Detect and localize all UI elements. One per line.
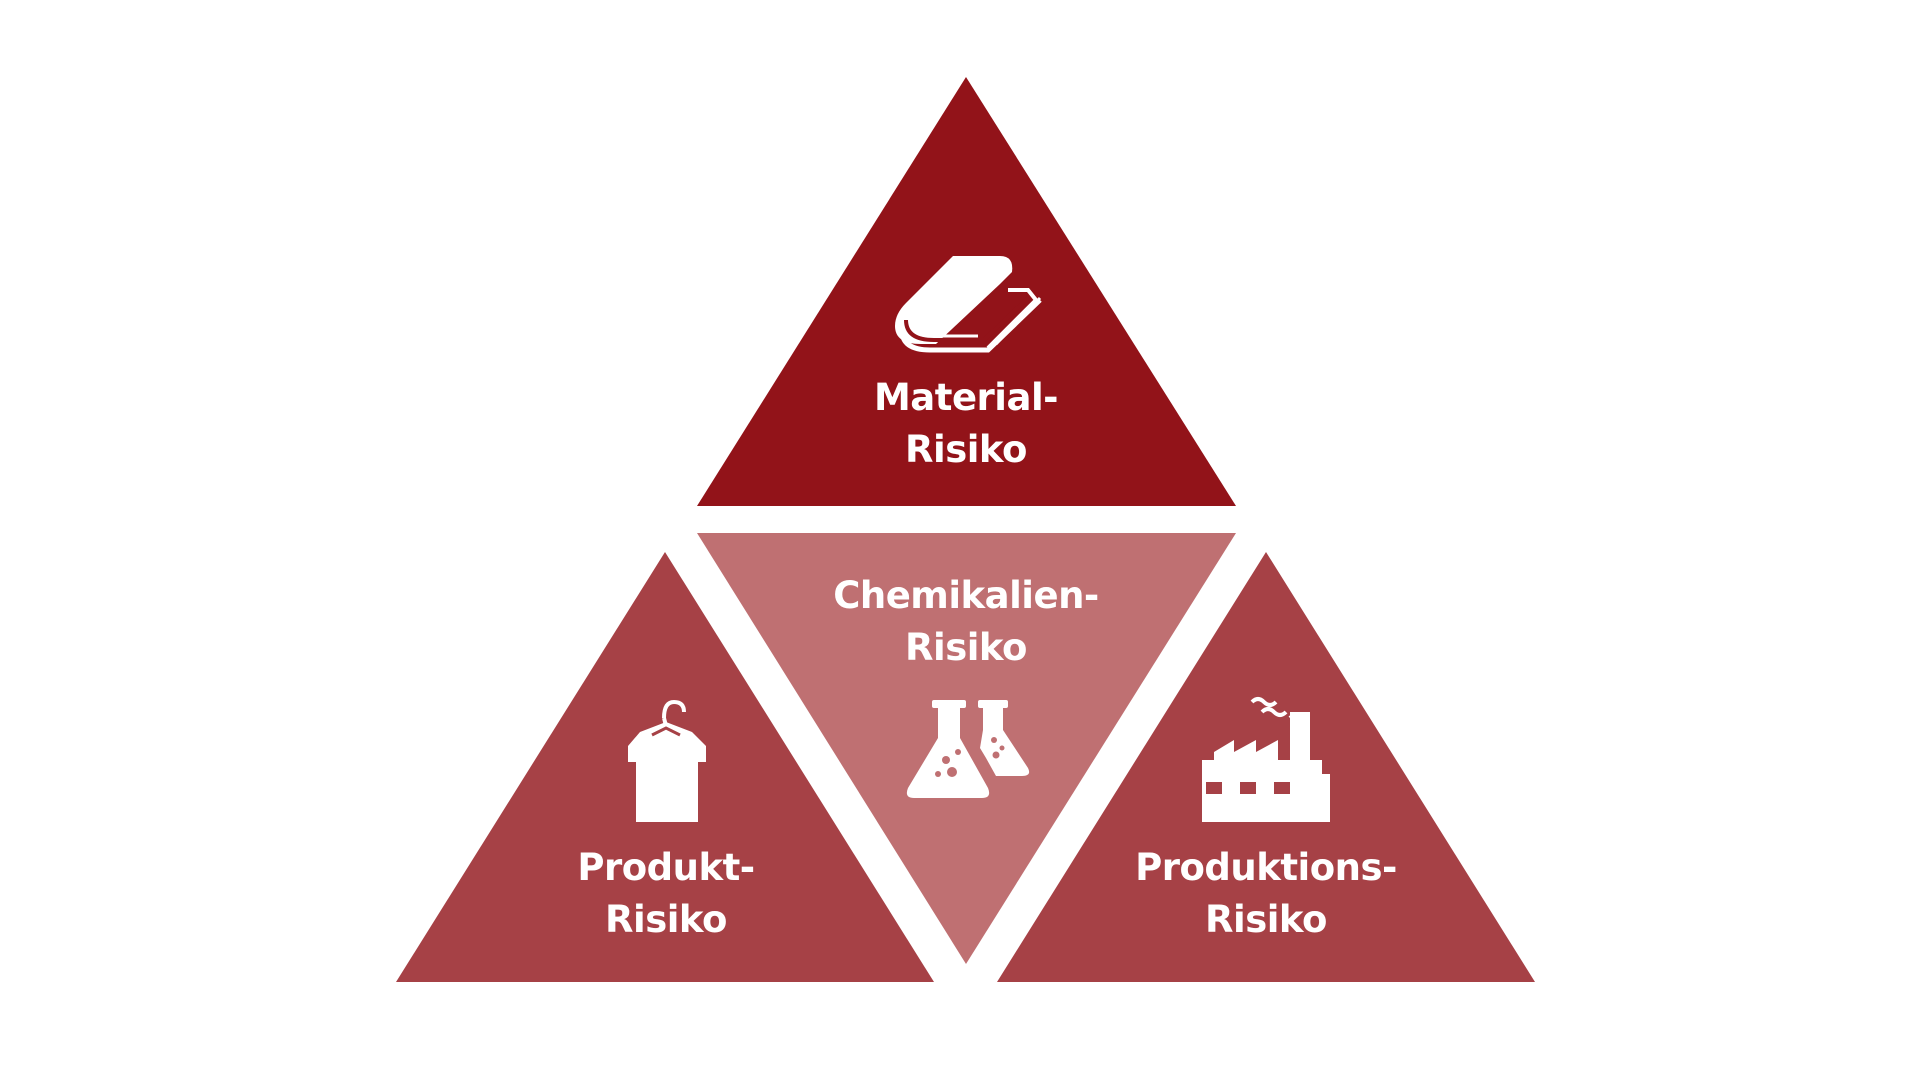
lab-flasks-icon (906, 700, 1030, 798)
chemical-risk-triangle (697, 533, 1236, 964)
material-risk-line1: Material- (873, 376, 1059, 419)
production-risk-label: Produktions- Risiko (1056, 842, 1476, 946)
product-risk-label: Produkt- Risiko (456, 842, 876, 946)
production-risk-line2: Risiko (1205, 898, 1327, 941)
production-risk-line1: Produktions- (1135, 846, 1397, 889)
chemical-risk-label: Chemikalien- Risiko (756, 570, 1176, 674)
factory-icon (1202, 697, 1330, 822)
material-risk-label: Material- Risiko (756, 372, 1176, 476)
product-risk-line1: Produkt- (577, 846, 755, 889)
material-risk-line2: Risiko (905, 428, 1027, 471)
product-risk-line2: Risiko (605, 898, 727, 941)
chemical-risk-line1: Chemikalien- (833, 574, 1099, 617)
fabric-roll-icon (895, 256, 1042, 353)
chemical-risk-line2: Risiko (905, 626, 1027, 669)
shirt-on-hanger-icon (628, 699, 706, 822)
